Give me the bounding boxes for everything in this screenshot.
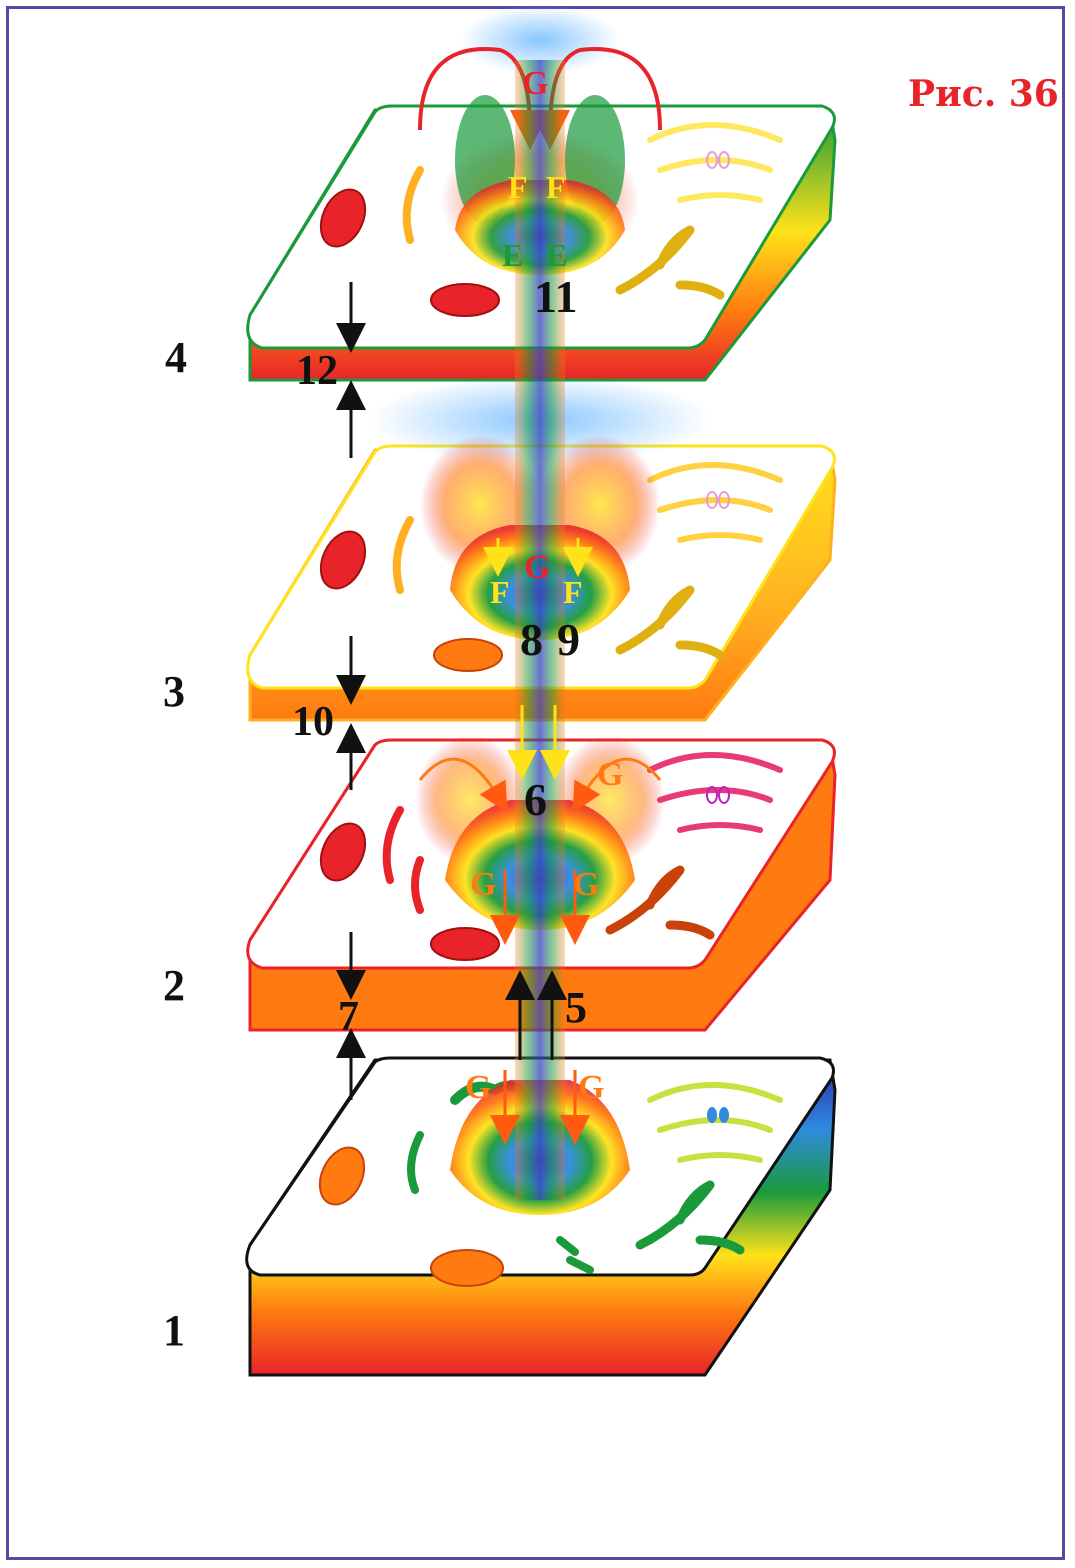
label-f-top-left: F <box>508 169 528 205</box>
label-11: 11 <box>534 271 577 322</box>
label-e-left: E <box>502 237 523 273</box>
level-label-2: 2 <box>163 961 185 1010</box>
label-e-right: E <box>546 237 567 273</box>
level-label-4: 4 <box>165 333 187 382</box>
label-9: 9 <box>557 614 580 665</box>
label-8: 8 <box>520 614 543 665</box>
label-g-top: G <box>522 65 548 102</box>
label-g-layer2-mid: G <box>573 866 599 903</box>
label-7: 7 <box>338 994 359 1040</box>
label-f-layer3-left: F <box>490 574 510 610</box>
label-g-layer1-right: G <box>578 1069 604 1106</box>
label-g-layer3: G <box>524 549 550 586</box>
label-g-layer2-left: G <box>470 866 496 903</box>
label-f-top-right: F <box>546 169 566 205</box>
label-5: 5 <box>565 983 587 1032</box>
label-f-layer3-right: F <box>563 574 583 610</box>
figure-title: Рис. 36 <box>908 73 1059 115</box>
label-10: 10 <box>292 699 334 745</box>
label-g-layer2-right: G <box>597 756 623 793</box>
level-label-3: 3 <box>163 667 185 716</box>
label-g-layer1-left: G <box>465 1069 491 1106</box>
label-12: 12 <box>296 348 338 394</box>
level-label-1: 1 <box>163 1306 185 1355</box>
label-6: 6 <box>524 774 547 825</box>
